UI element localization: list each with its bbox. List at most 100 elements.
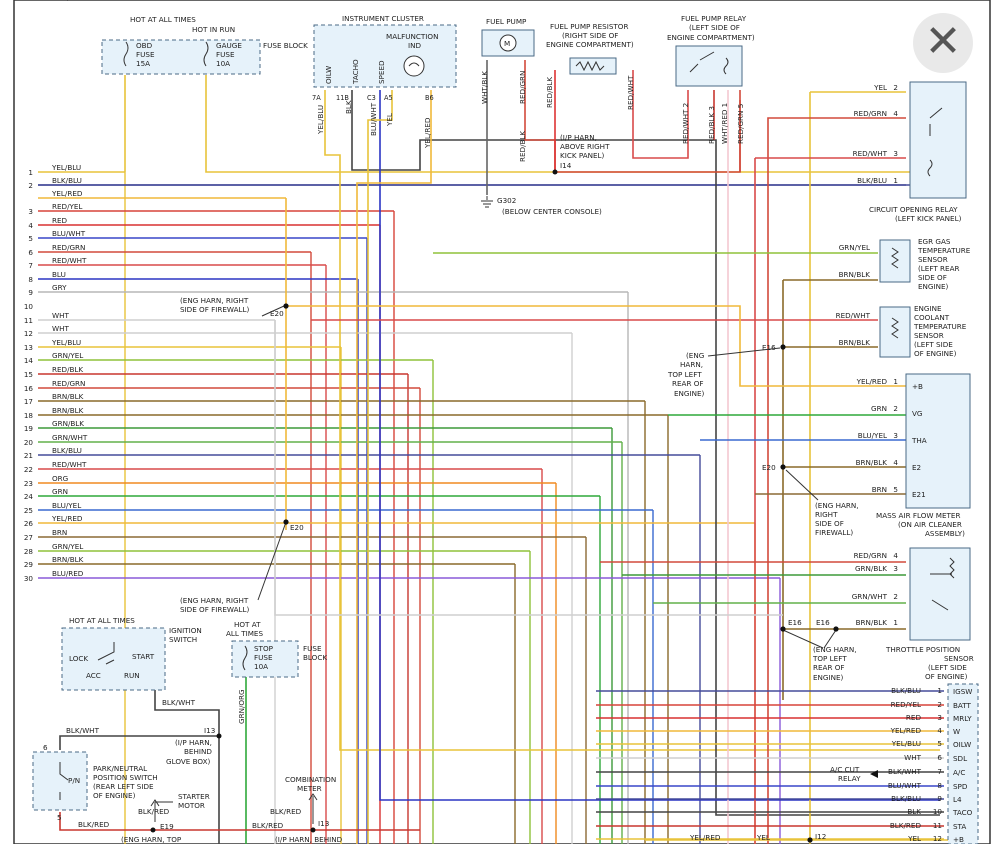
e16-a-note-2: HARN, (680, 360, 703, 369)
wire-number-30: 29 (24, 560, 34, 569)
ect-title: ENGINE (914, 304, 942, 313)
cor-pin-2: 2 (893, 83, 898, 92)
ignition-title-2: SWITCH (169, 635, 197, 644)
e20-right-note-4: FIREWALL) (815, 528, 853, 537)
fuel-pump-title: FUEL PUMP (486, 17, 527, 26)
pn-wire-blk-wht: BLK/WHT (66, 726, 100, 735)
ecm-wire-label-12: YEL (907, 834, 921, 843)
ecm-term-mrly: MRLY (953, 714, 972, 723)
ecm-term-taco: TACO (952, 808, 973, 817)
pin-b6: B6 (425, 94, 434, 102)
egr-title-4: (LEFT REAR (918, 264, 959, 273)
wire-label-yel: YEL (385, 113, 394, 127)
maf-term-b: +B (912, 382, 923, 391)
meter-wire-label: BLK/RED (270, 807, 302, 816)
lamp-filament-icon (408, 62, 420, 67)
ign-pos-acc: ACC (86, 671, 101, 680)
obd-fuse-label: OBD (136, 41, 153, 50)
fuel-pump (481, 29, 535, 57)
wire-label-17: RED/GRN (52, 379, 85, 388)
ecm-wire-label-10: BLK (907, 807, 921, 816)
mass-air-flow-meter (905, 373, 971, 509)
instrument-cluster-title: INSTRUMENT CLUSTER (342, 14, 424, 23)
ecm-pin-8: 8 (937, 781, 942, 790)
ecm-wire-label-1: BLK/BLU (891, 686, 921, 695)
wire-number-26: 25 (24, 506, 33, 515)
e20-mid-note-2: SIDE OF FIREWALL) (180, 605, 250, 614)
wire-label-19: BRN/BLK (52, 406, 84, 415)
tps-title-4: OF ENGINE) (925, 672, 968, 681)
maf-wire-3: BLU/YEL (858, 431, 887, 440)
ecm-pin-5: 5 (937, 739, 942, 748)
wire-label-9: BLU (52, 270, 66, 279)
maf-term-e2: E2 (912, 463, 921, 472)
yel-bottom: YEL (756, 833, 770, 842)
e20-right-note-2: RIGHT (815, 510, 838, 519)
cor-pin-1: 1 (893, 176, 898, 185)
wire-label-layer: 1YEL/BLU2BLK/BLUYEL/RED3RED/YEL4RED5BLU/… (24, 0, 973, 844)
ecm-term-l4: L4 (953, 795, 962, 804)
i13-note-2: BEHIND (184, 747, 212, 756)
wire-label-14: YEL/BLU (51, 338, 81, 347)
motor-symbol: M (504, 39, 510, 48)
wire-label-red-grn: RED/GRN (518, 71, 527, 104)
wire-number-29: 28 (24, 547, 34, 556)
wire-label-23: RED/WHT (52, 460, 87, 469)
close-icon[interactable]: ✕ (924, 16, 962, 67)
cor-wire-2: YEL (873, 83, 887, 92)
ecm-term-w: W (953, 727, 960, 736)
ecm-term-batt: BATT (953, 701, 972, 710)
circuit-opening-relay (909, 81, 967, 199)
ecm-term-oilw: OILW (953, 740, 971, 749)
maf-title: MASS AIR FLOW METER (876, 511, 960, 520)
close-button[interactable]: ✕ (913, 13, 973, 73)
ecm-term-igsw: IGSW (953, 687, 972, 696)
wire-number-11: 10 (24, 302, 34, 311)
maf-wire-4: BRN/BLK (856, 458, 888, 467)
e16-a-note-4: REAR OF (672, 379, 704, 388)
i13-bottom-splice (310, 827, 316, 833)
relay-title: FUEL PUMP RELAY (681, 14, 747, 23)
maf-pin-5: 5 (893, 485, 898, 494)
e20-right-note-3: SIDE OF (815, 519, 844, 528)
wire-label-5: RED (52, 216, 68, 225)
maf-title-2: (ON AIR CLEANER (898, 520, 962, 529)
meter-arrow-icon (308, 793, 318, 824)
ecm-term-spd: SPD (953, 782, 968, 791)
wire-label-18: BRN/BLK (52, 392, 84, 401)
maf-term-tha: THA (911, 436, 927, 445)
i14-splice (552, 169, 558, 175)
pn-pin-5: 5 (57, 813, 62, 822)
thermistor-icon (891, 247, 899, 269)
resistor-title: FUEL PUMP RESISTOR (550, 22, 628, 31)
wire-number-24: 23 (24, 479, 33, 488)
stop-fuse-block (231, 640, 299, 678)
pn-label: P/N (68, 776, 80, 785)
wire-label-26: BLU/YEL (52, 501, 81, 510)
egr-title-3: SENSOR (918, 255, 948, 264)
wire-number-23: 22 (24, 465, 33, 474)
wire-label-32: BRN/BLK (52, 0, 84, 2)
wire-label-red-blk-2: RED/BLK (518, 131, 527, 162)
e16-a-note: (ENG (686, 351, 704, 360)
ac-relay-label-2: RELAY (838, 774, 861, 783)
ecm-wire-label-6: WHT (904, 753, 922, 762)
e20-right-note: (ENG HARN, (815, 501, 859, 510)
wire-number-4: 3 (28, 207, 33, 216)
resistor-title-3: ENGINE COMPARTMENT) (546, 40, 634, 49)
ect-title-3: TEMPERATURE (913, 322, 967, 331)
cor-wire-4: RED/GRN (854, 109, 887, 118)
wire-label-wht-blk: WHT/BLK (480, 71, 489, 104)
wire-number-19: 18 (24, 411, 34, 420)
e16-b-splice (780, 626, 786, 632)
stop-hot-label: HOT AT (234, 620, 261, 629)
wire-label-21: GRN/WHT (52, 433, 88, 442)
oilw-pin: OILW (324, 66, 333, 84)
wire-number-21: 20 (24, 438, 34, 447)
wire-label-20: GRN/BLK (52, 419, 84, 428)
wire-number-25: 24 (24, 492, 34, 501)
starter-arrow-icon (150, 799, 173, 822)
i13-note: (I/P HARN, (175, 738, 212, 747)
ecm-term-sta: STA (953, 822, 966, 831)
